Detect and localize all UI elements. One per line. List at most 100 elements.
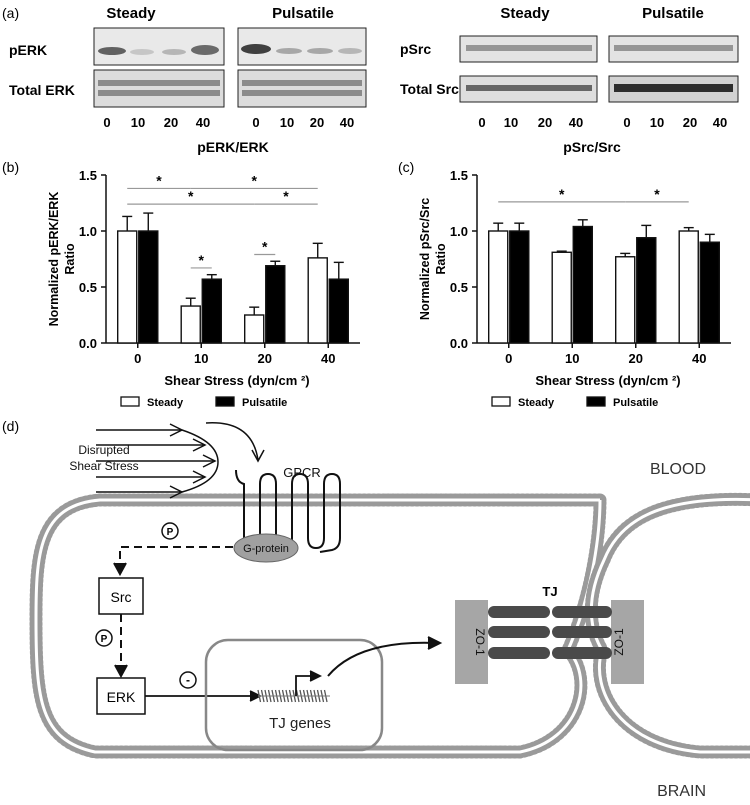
transcription-start-arrow [295,670,323,696]
disrupted-label: Disrupted [78,443,129,457]
blood-label: BLOOD [650,461,706,478]
significance-star: * [262,239,268,255]
phospho-badge-1 [161,522,179,540]
legend-swatch-steady [491,396,511,407]
lane-label: 10 [504,115,518,130]
bar-steady [307,257,328,344]
shear-stress-label: Shear Stress [69,459,138,473]
y-tick-label: 0.5 [450,280,468,295]
blot-image-perk-steady [93,27,225,66]
blot-image-total-src-pulsatile [608,75,739,103]
zo1-right-box [611,600,644,684]
phospho-label-2: P [101,634,108,645]
bar-steady [116,230,138,344]
legend-label-steady: Steady [518,397,555,409]
panel-label-c: (c) [398,159,414,175]
lane-label: 10 [650,115,664,130]
blot-row-label-total-erk: Total ERK [9,82,75,98]
erk-to-tj-genes-arrow [145,690,263,702]
bar-pulsatile [201,278,222,344]
lane-label: 0 [103,115,110,130]
significance-star: * [559,186,565,202]
x-axis-label: Shear Stress (dyn/cm ²) [164,373,309,388]
erk-box [96,677,146,715]
significance-star: * [156,172,162,188]
y-tick-label: 0.5 [79,280,97,295]
bar-pulsatile [572,225,593,344]
lane-label: 20 [310,115,324,130]
y-tick-label: 1.5 [450,168,468,183]
blot-right-pulsatile-header: Pulsatile [642,5,704,22]
src-to-erk-arrow [114,614,128,679]
bar-pulsatile [509,230,530,344]
bar-pulsatile [138,230,159,344]
significance-star: * [283,188,289,204]
lane-label: 0 [623,115,630,130]
y-axis-label: Normalized pERK/ERK [47,192,61,327]
y-axis-label: Ratio [63,243,77,275]
blot-right-steady-header: Steady [500,5,550,22]
blot-image-total-erk-pulsatile [237,69,367,108]
blot-row-label-psrc: pSrc [400,41,431,57]
quant-title-perk-erk: pERK/ERK [197,139,269,155]
bar-steady [243,314,265,344]
g-protein [233,533,299,563]
x-tick-label: 10 [565,351,579,366]
brain-label: BRAIN [657,783,706,800]
bar-pulsatile [636,237,657,344]
erk-label: ERK [107,689,136,705]
src-label: Src [111,589,132,605]
blot-image-psrc-pulsatile [608,35,739,63]
x-tick-label: 40 [692,351,706,366]
lane-label: 40 [713,115,727,130]
significance-star: * [654,186,660,202]
blot-image-total-erk-steady [93,69,225,108]
tj-label: TJ [542,584,557,599]
significance-star: * [251,172,257,188]
y-tick-label: 0.0 [450,336,468,351]
x-tick-label: 20 [258,351,272,366]
gprotein-to-src-arrow [113,546,233,577]
significance-star: * [188,188,194,204]
g-protein-label: G-protein [243,543,289,555]
phospho-label-1: P [167,527,174,538]
legend-swatch-pulsatile [586,396,606,407]
zo1-right-label: ZO-1 [612,628,626,656]
tj-genes-label: TJ genes [269,715,331,732]
legend-label-steady: Steady [147,397,184,409]
lane-label: 20 [538,115,552,130]
legend-label-pulsatile: Pulsatile [613,397,658,409]
blot-row-label-perk: pERK [9,42,47,58]
bar-pulsatile [265,265,286,344]
y-tick-label: 1.0 [79,224,97,239]
blot-image-total-src-steady [459,75,598,103]
lane-label: 10 [280,115,294,130]
lane-label: 10 [131,115,145,130]
y-tick-label: 0.0 [79,336,97,351]
bar-steady [678,230,699,344]
lane-label: 40 [340,115,354,130]
y-tick-label: 1.0 [450,224,468,239]
y-axis-label: Normalized pSrc/Src [418,198,432,320]
lane-label: 0 [478,115,485,130]
y-tick-label: 1.5 [79,168,97,183]
y-axis-label: Ratio [434,243,448,275]
legend-swatch-steady [120,396,140,407]
x-tick-label: 20 [629,351,643,366]
minus-label: - [186,673,190,687]
lane-label: 40 [569,115,583,130]
panel-label-b: (b) [2,159,19,175]
phospho-badge-2 [95,629,113,647]
panel-d-diagram: Disrupted Shear Stress GPCR BLOOD BRAIN … [29,422,750,800]
disrupted-shear-stress-arrows [96,422,265,499]
lane-label: 20 [683,115,697,130]
legend-label-pulsatile: Pulsatile [242,397,287,409]
lane-label: 0 [252,115,259,130]
bar-pulsatile [699,241,720,344]
blot-row-label-total-src: Total Src [400,81,459,97]
nucleus [204,638,384,752]
blot-left-pulsatile-header: Pulsatile [272,5,334,22]
lane-label: 40 [196,115,210,130]
